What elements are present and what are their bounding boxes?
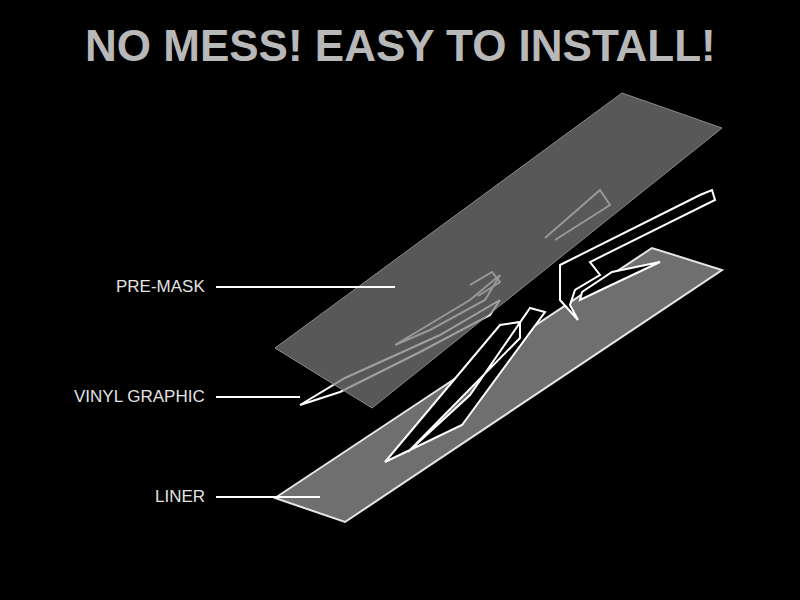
part-label: VINYL GRAPHIC	[74, 387, 205, 407]
part-label: LINER	[155, 487, 205, 507]
leader-line	[216, 496, 320, 498]
leader-line	[216, 396, 300, 398]
leader-lines	[216, 287, 395, 497]
part-label: PRE-MASK	[116, 277, 205, 297]
graphic-under-mask	[395, 190, 610, 345]
leader-line	[216, 286, 395, 288]
page-title: NO MESS! EASY TO INSTALL!	[85, 22, 716, 70]
pre-mask-sheet	[275, 93, 722, 408]
